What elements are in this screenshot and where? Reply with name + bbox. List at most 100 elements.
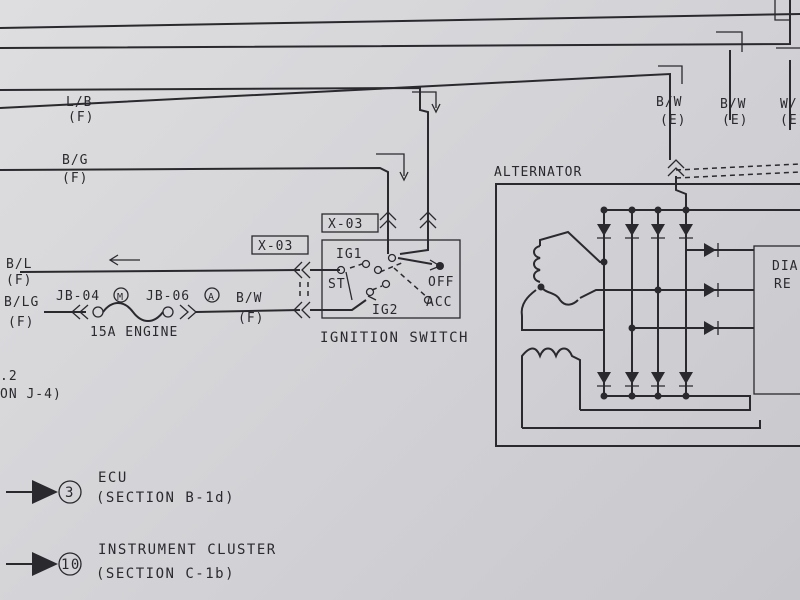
chevron-blg — [293, 301, 311, 319]
fuse-right-chevron — [179, 304, 197, 320]
fuse-badge-left — [113, 287, 129, 303]
fuse-terminal-right — [162, 306, 174, 318]
fuse-element — [102, 302, 164, 322]
fuse-left-chevron — [71, 304, 89, 320]
cluster-ref-name: INSTRUMENT CLUSTER — [98, 542, 277, 558]
label-bw-right-1: B/W — [656, 95, 682, 110]
switch-ig2-label: IG2 — [372, 303, 398, 318]
connector-dashes — [299, 282, 309, 300]
cluster-ref-arrow — [32, 552, 58, 576]
alternator-outline — [495, 183, 800, 447]
wire-blg-b — [195, 309, 301, 313]
cluster-ref-number: 10 — [61, 557, 81, 573]
ref-partial-2: ON J-4) — [0, 387, 62, 402]
alternator-title: ALTERNATOR — [494, 165, 582, 180]
label-bw-right-1-loc: (E) — [660, 113, 686, 128]
stator-winding — [520, 230, 658, 331]
label-bw-left-loc: (F) — [238, 311, 264, 326]
bg-arrow-head — [399, 171, 409, 182]
switch-off-label: OFF — [428, 275, 454, 290]
bw2-arrow — [716, 31, 743, 52]
terminal-ig2 — [365, 287, 375, 297]
bridge-bottom-rail — [580, 395, 751, 411]
switch-dashes — [349, 261, 429, 299]
wire-bg — [0, 166, 389, 250]
label-blg: B/LG — [4, 295, 39, 310]
wire-bw-right-1 — [0, 72, 671, 160]
cluster-ref-circle — [58, 552, 82, 576]
terminal-mid — [373, 265, 383, 275]
switch-in-blg — [310, 299, 367, 311]
label-bw-right-2: B/W — [720, 97, 746, 112]
terminal-ig1 — [361, 259, 371, 269]
connector-x03-left-box — [251, 235, 309, 255]
switch-contact-off — [397, 257, 433, 265]
fuse-badge-right-label: A — [208, 292, 215, 303]
label-bg-loc: (F) — [62, 171, 88, 186]
label-bg: B/G — [62, 153, 88, 168]
fuse-terminal-left — [92, 306, 104, 318]
bridge-verticals — [603, 210, 687, 396]
terminal-st — [336, 265, 346, 275]
label-bw-left: B/W — [236, 291, 262, 306]
switch-st-link — [345, 271, 377, 301]
fuse-jb-right: JB-06 — [146, 289, 190, 304]
top-wire-1 — [0, 13, 800, 29]
bridge-diodes-top — [597, 224, 693, 239]
alternator-dashed-wires — [675, 163, 800, 179]
ecu-ref-number: 3 — [65, 485, 75, 501]
regulator-label-2: RE — [774, 277, 792, 292]
label-lb: L/B — [66, 95, 92, 110]
label-bl-loc: (F) — [6, 273, 32, 288]
label-blg-loc: (F) — [8, 315, 34, 330]
wire-bl — [19, 269, 301, 273]
terminal-top — [387, 253, 397, 263]
label-bw-right-3: W/ — [780, 97, 798, 112]
bridge-diodes-bottom — [597, 372, 693, 387]
ignition-switch-box — [321, 239, 461, 319]
bw1-arrow — [658, 65, 683, 84]
chevron-bl — [293, 261, 311, 279]
top-wire-3 — [774, 0, 790, 21]
label-bw-right-3-loc: (E) — [780, 113, 800, 128]
ecu-ref-circle — [58, 480, 82, 504]
label-bw-right-2-loc: (E) — [722, 113, 748, 128]
fuse-rating: 15A ENGINE — [90, 325, 178, 340]
switch-st-label: ST — [328, 277, 346, 292]
ref-partial-1: .2 — [0, 369, 18, 384]
label-lb-loc: (F) — [68, 110, 94, 125]
ignition-switch-title: IGNITION SWITCH — [320, 330, 469, 346]
bridge-junctions — [600, 206, 690, 400]
bl-arrow-head — [108, 254, 119, 266]
bg-arrow-line — [376, 153, 405, 176]
connector-x03-top-box — [321, 213, 379, 233]
fuse-badge-left-label: M — [117, 292, 124, 303]
label-bl: B/L — [6, 257, 32, 272]
alternator-feed — [675, 176, 687, 210]
fuse-jb-left: JB-04 — [56, 289, 100, 304]
rotor-coil — [521, 347, 761, 429]
chevron-lb-top — [419, 211, 437, 229]
bridge-diodes-right — [632, 243, 754, 335]
switch-in-lb — [399, 240, 429, 255]
fuse-badge-right — [204, 287, 220, 303]
connector-x03-left-label: X-03 — [258, 239, 293, 254]
regulator-label-1: DIA — [772, 259, 798, 274]
terminal-ig2b — [381, 279, 391, 289]
top-wire-2 — [0, 0, 791, 49]
terminal-acc — [423, 295, 433, 305]
regulator-box — [753, 245, 800, 395]
ecu-ref-section: (SECTION B-1d) — [96, 490, 235, 506]
ecu-ref-arrow — [32, 480, 58, 504]
wire-lb — [0, 86, 429, 240]
chevron-bg-top — [379, 211, 397, 229]
switch-off-arrow — [429, 259, 442, 271]
switch-ig1-label: IG1 — [336, 247, 362, 262]
connector-x03-top-label: X-03 — [328, 217, 363, 232]
lb-arrow-line — [412, 91, 437, 108]
lb-arrow-head — [431, 103, 441, 114]
switch-acc-label: ACC — [426, 295, 452, 310]
cluster-ref-section: (SECTION C-1b) — [96, 566, 235, 582]
